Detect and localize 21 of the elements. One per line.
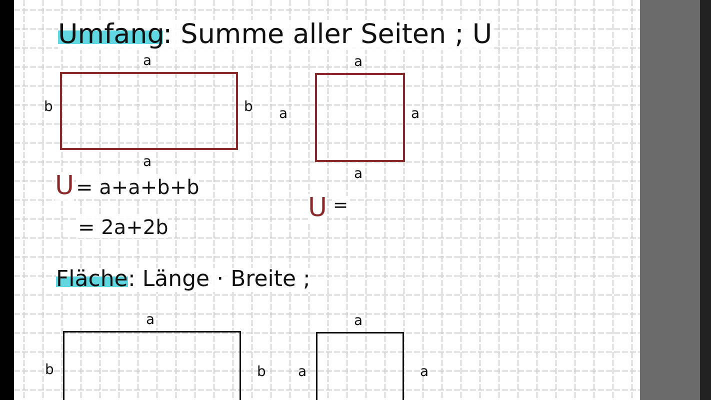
side-label: a — [354, 54, 363, 70]
heading-text: : Länge · Breite ; — [128, 268, 310, 292]
formula-text: = — [333, 196, 348, 216]
formula-text: U — [55, 172, 74, 201]
side-label: a — [298, 364, 307, 380]
heading-text: : Summe aller Seiten ; U — [163, 20, 492, 50]
side-label: a — [354, 313, 363, 329]
formula-text: = a+a+b+b — [76, 176, 200, 198]
side-label: a — [411, 106, 420, 122]
side-label: a — [143, 154, 152, 170]
formula-text: = 2a+2b — [78, 216, 168, 238]
side-label: a — [143, 53, 152, 69]
side-label: b — [244, 99, 253, 115]
side-label: b — [44, 99, 53, 115]
side-label: a — [420, 364, 429, 380]
side-label: b — [257, 364, 266, 380]
side-label: a — [279, 106, 288, 122]
side-label: a — [354, 166, 363, 182]
formula-text: U — [308, 194, 328, 223]
side-label: a — [146, 312, 155, 328]
side-label: b — [45, 362, 54, 378]
